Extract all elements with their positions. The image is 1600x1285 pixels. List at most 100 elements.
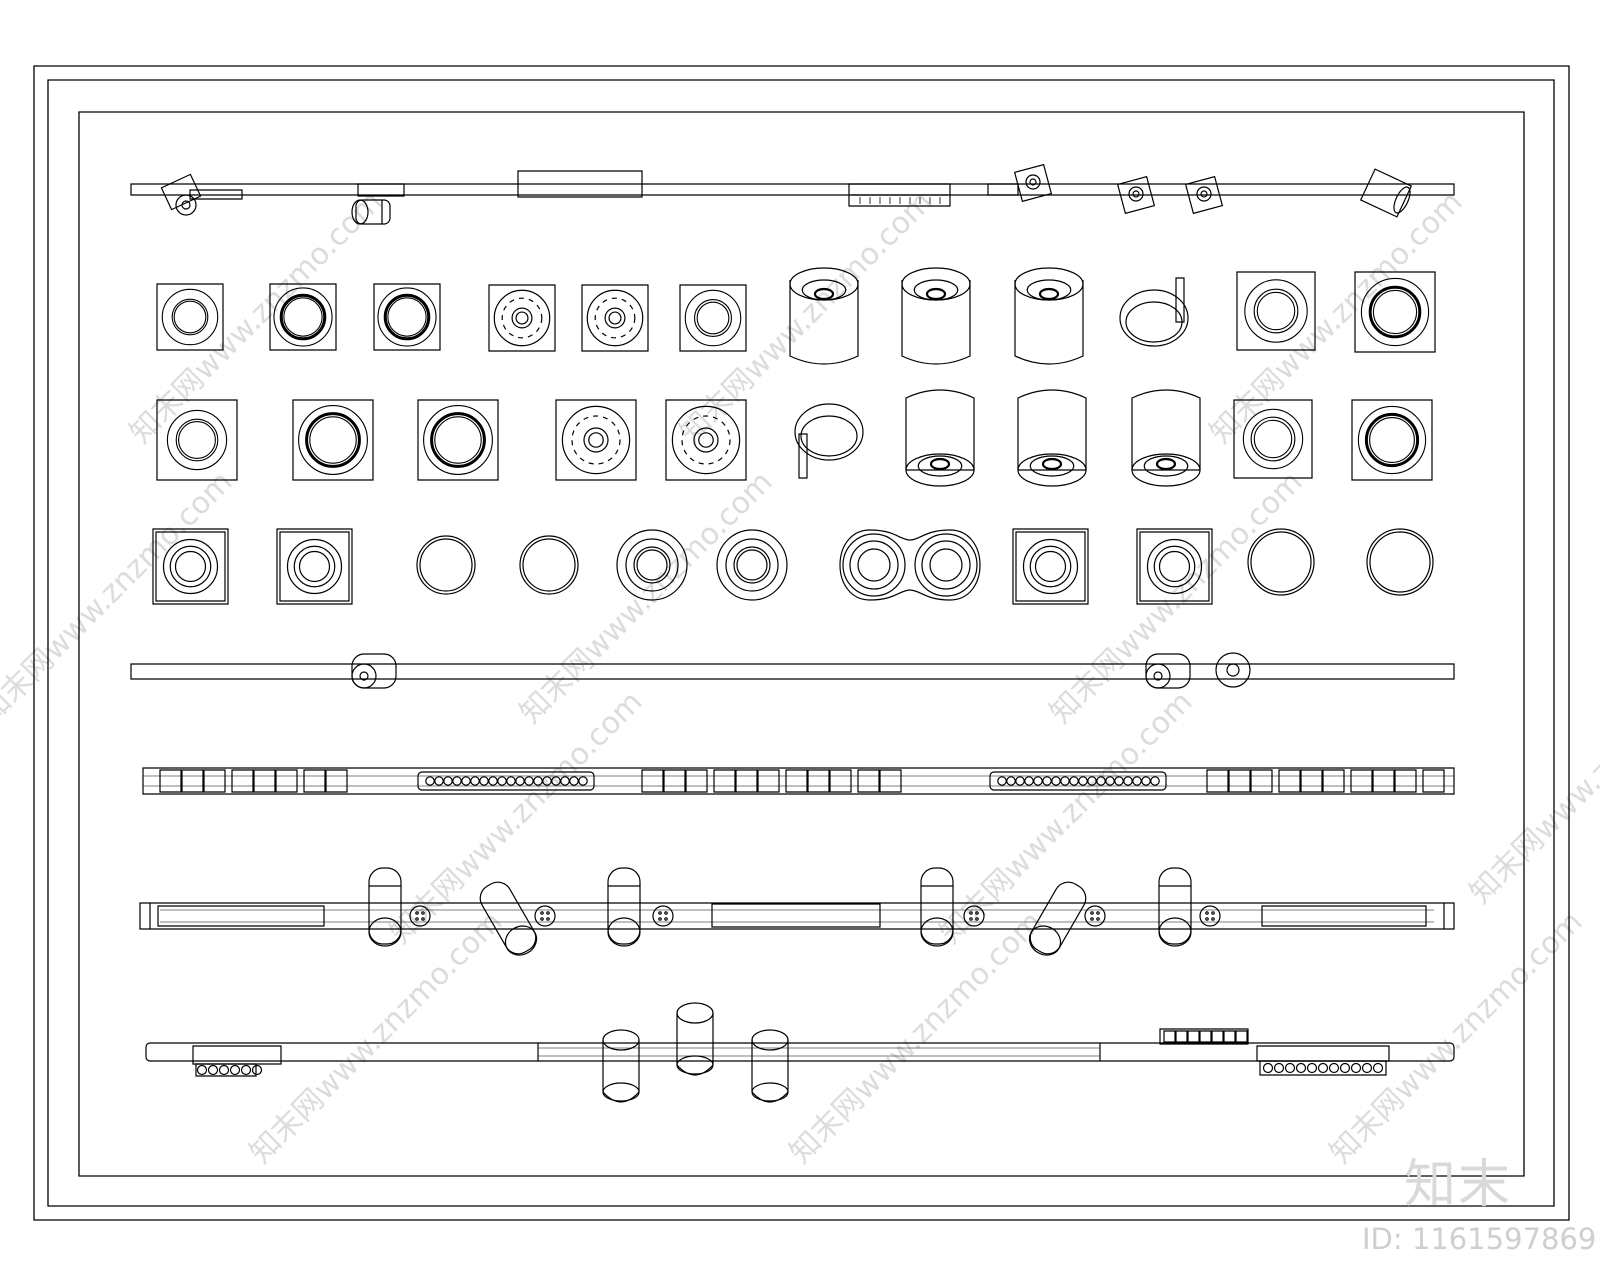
driver-cell xyxy=(1164,1031,1175,1042)
driver-led xyxy=(1275,1064,1284,1073)
led-dot xyxy=(998,777,1006,785)
grille-cell xyxy=(1395,770,1416,792)
driver-led xyxy=(1363,1064,1372,1073)
pendant-cylinder-1 xyxy=(603,1030,639,1102)
row1-track-spotlights xyxy=(131,165,1454,224)
led-dot xyxy=(579,777,587,785)
downlight-r2-6 xyxy=(680,285,746,351)
led-dot xyxy=(444,777,452,785)
image-id-label: ID: 1161597869 xyxy=(1362,1222,1597,1256)
grille-cell xyxy=(1301,770,1322,792)
driver-led xyxy=(1352,1064,1361,1073)
track-knob-6 xyxy=(1200,906,1220,926)
driver-led xyxy=(220,1066,229,1075)
driver-led xyxy=(209,1066,218,1075)
track-spot-6 xyxy=(1361,169,1414,217)
grille-cell xyxy=(254,770,275,792)
grille-cell xyxy=(664,770,685,792)
grille-cell xyxy=(642,770,663,792)
driver-led xyxy=(1341,1064,1350,1073)
driver-cell xyxy=(1200,1031,1211,1042)
downlight-r3-10 xyxy=(1234,400,1312,478)
downlight-r4-1 xyxy=(153,529,228,604)
downlight-grid xyxy=(153,268,1435,604)
watermark-text: 知末网www.znzmo.com xyxy=(1323,904,1589,1170)
led-dot xyxy=(1142,777,1150,785)
driver-cell xyxy=(1188,1031,1199,1042)
driver-led xyxy=(1264,1064,1273,1073)
thin-track-spot-3 xyxy=(1216,653,1250,687)
driver-cell xyxy=(1224,1031,1235,1042)
grille-cell xyxy=(736,770,757,792)
mag-spot-4 xyxy=(921,868,953,946)
downlight-r4-3 xyxy=(417,536,475,594)
drawing-frames xyxy=(34,66,1569,1220)
grille-cell xyxy=(786,770,807,792)
ring-bracket-r2-10 xyxy=(1120,278,1188,346)
downlight-r4-10 xyxy=(1248,529,1314,595)
mag-spot-5 xyxy=(1024,877,1091,961)
led-dot xyxy=(471,777,479,785)
linear-module-ticks xyxy=(860,197,940,204)
driver-cell xyxy=(1212,1031,1223,1042)
led-dot xyxy=(1007,777,1015,785)
track-spot-3 xyxy=(988,165,1051,202)
pendant-cylinder-3 xyxy=(752,1030,788,1102)
driver-led xyxy=(242,1066,251,1075)
driver-led xyxy=(198,1066,207,1075)
downlight-r2-3 xyxy=(374,284,440,350)
brand-logo-text: 知末 xyxy=(1404,1155,1513,1215)
thin-track-spot-1 xyxy=(352,654,396,688)
grille-cells xyxy=(160,770,1444,792)
cylinder-r2-9 xyxy=(1015,268,1083,364)
downlight-r4-6 xyxy=(717,530,787,600)
grille-body xyxy=(143,768,1454,794)
downlight-r3-3 xyxy=(418,400,498,480)
grille-cell xyxy=(858,770,879,792)
driver-led xyxy=(1330,1064,1339,1073)
row8-pendant-track xyxy=(146,1003,1454,1102)
row7-magnetic-track xyxy=(140,868,1454,961)
track-spot-4 xyxy=(1118,177,1155,214)
grille-cell xyxy=(276,770,297,792)
cylinder-r3-7 xyxy=(906,390,974,486)
watermark-text: 知末网www.znzmo.com xyxy=(0,464,239,730)
track-knob-1 xyxy=(410,906,430,926)
led-dot xyxy=(1133,777,1141,785)
mag-spot-3 xyxy=(608,868,640,946)
magnetic-spots xyxy=(369,868,1220,961)
downlight-r4-2 xyxy=(277,529,352,604)
watermark-text: 知末网www.znzmo.com xyxy=(1463,644,1600,910)
driver-cell xyxy=(1176,1031,1187,1042)
track-rail xyxy=(131,184,1454,195)
linear-module xyxy=(849,184,950,206)
ring-bracket-r3-6 xyxy=(795,404,863,478)
grille-cell xyxy=(304,770,325,792)
inner-frame xyxy=(79,112,1524,1176)
led-dot xyxy=(1025,777,1033,785)
downlight-r4-8 xyxy=(1013,529,1088,604)
downlight-r3-11 xyxy=(1352,400,1432,480)
watermark-text: 知末网www.znzmo.com xyxy=(123,184,389,450)
grille-cell xyxy=(686,770,707,792)
led-dot xyxy=(462,777,470,785)
track-adapter xyxy=(358,184,404,196)
cylinder-r3-9 xyxy=(1132,390,1200,486)
driver-cell xyxy=(1236,1031,1247,1042)
downlight-r3-2 xyxy=(293,400,373,480)
track-driver-right xyxy=(1160,1029,1389,1075)
led-dot xyxy=(1061,777,1069,785)
linear-panel-1 xyxy=(158,906,324,926)
led-strip-left xyxy=(418,772,594,790)
magnetic-track-body xyxy=(140,903,1454,929)
downlight-r2-4 xyxy=(489,285,555,351)
grille-cell xyxy=(714,770,735,792)
led-dot xyxy=(489,777,497,785)
row5-thin-track xyxy=(131,653,1454,688)
grille-cell xyxy=(1423,770,1444,792)
track-spot-5 xyxy=(1186,177,1223,214)
downlight-r4-9 xyxy=(1137,529,1212,604)
